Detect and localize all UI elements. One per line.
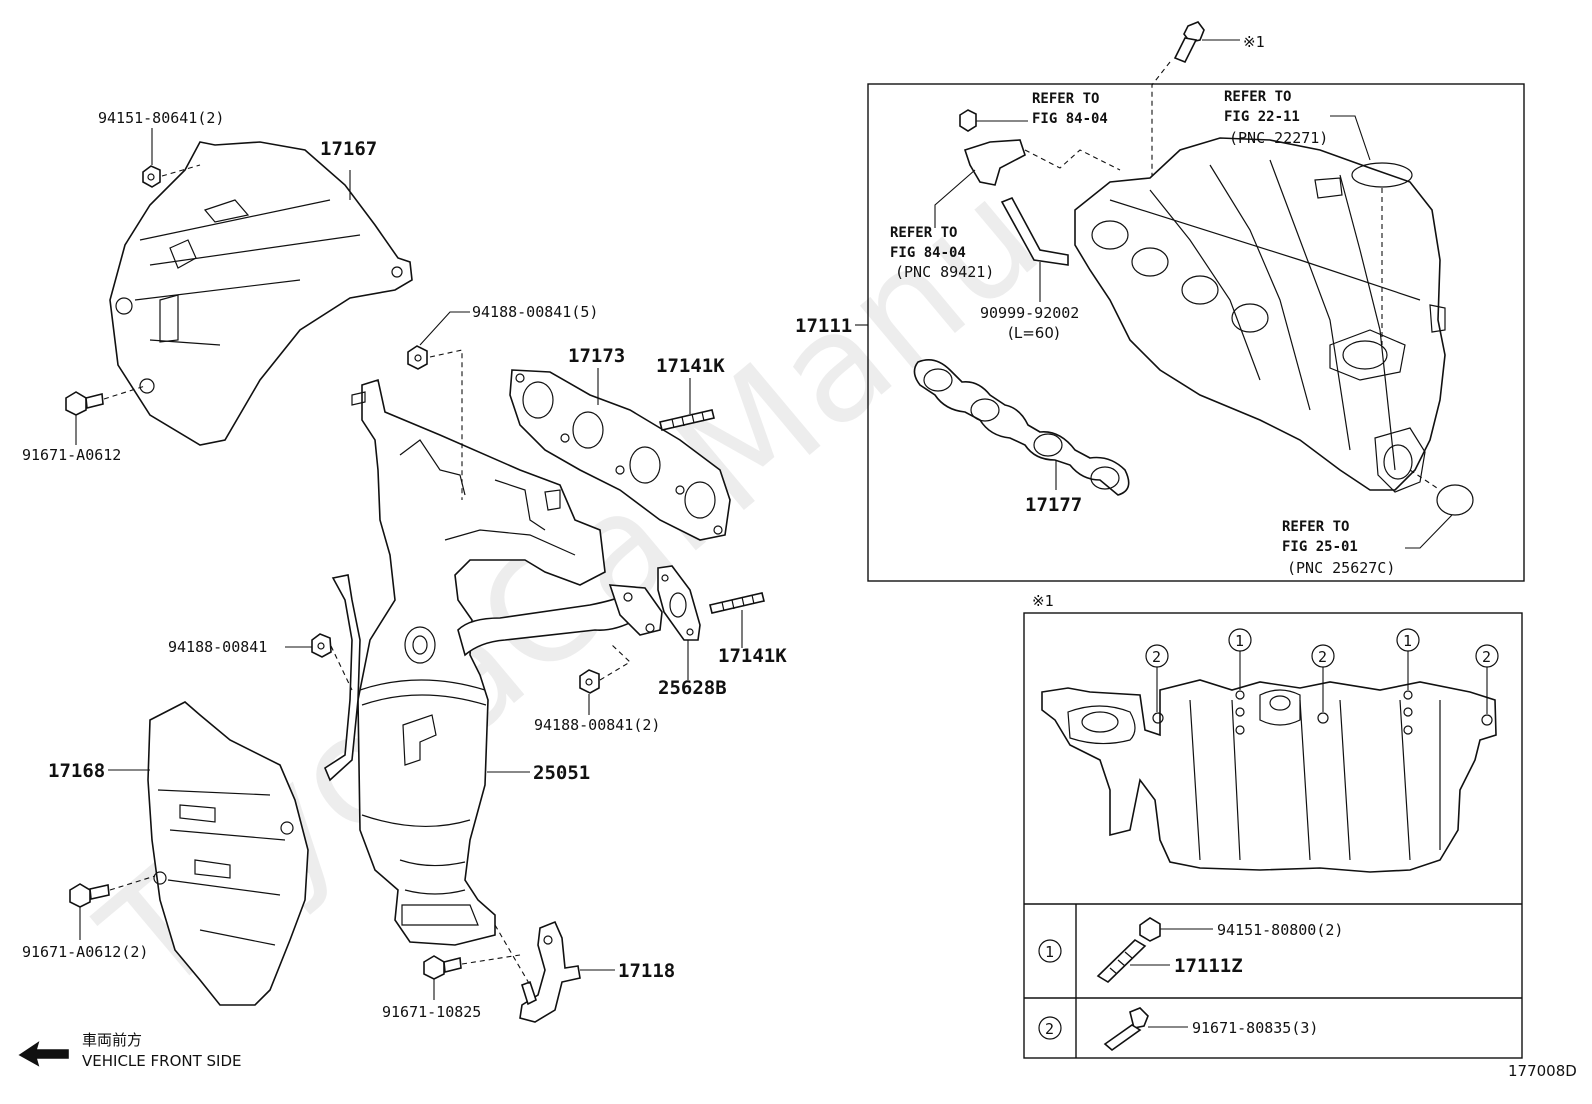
sensor-part xyxy=(959,109,1026,186)
bolt-91671-10825 xyxy=(423,955,462,980)
refer1-line2: FIG 84-04 xyxy=(1032,111,1108,127)
hose-code: 90999-92002 xyxy=(980,304,1079,322)
exhaust-pipe xyxy=(457,584,663,657)
vacuum-hose xyxy=(1000,196,1069,266)
intake-manifold-frame xyxy=(867,83,1525,582)
nut-94188-00841-2 xyxy=(579,669,600,694)
heat-insulator-lower xyxy=(147,701,309,1006)
svg-text:2: 2 xyxy=(1152,648,1161,666)
label-91671-A0612: 91671-A0612 xyxy=(22,446,121,464)
label-94151-80641: 94151-80641(2) xyxy=(98,109,224,127)
nut-94151-80800 xyxy=(1139,917,1161,942)
top-mark1: ※1 xyxy=(1243,33,1265,51)
detail-frame xyxy=(1023,612,1523,1059)
bolt-91671-80835 xyxy=(1103,1007,1149,1052)
row1-part-a: 94151-80800(2) xyxy=(1217,921,1343,939)
refer3-line3: (PNC 22271) xyxy=(1229,129,1328,147)
refer4-line2: FIG 25-01 xyxy=(1282,539,1358,555)
bracket-17118 xyxy=(519,920,581,1023)
row2-part-a: 91671-80835(3) xyxy=(1192,1019,1318,1037)
label-17141K-lower: 17141K xyxy=(718,645,787,667)
vehicle-front-jp: 車両前方 xyxy=(82,1031,142,1049)
label-94188-00841: 94188-00841 xyxy=(168,638,267,656)
svg-text:1: 1 xyxy=(1235,632,1244,650)
callout-circle-1: 1 xyxy=(1228,628,1252,652)
stud-17111Z xyxy=(1096,938,1147,984)
callout-circle-2: 2 xyxy=(1475,644,1499,668)
o-ring-22271 xyxy=(1351,162,1413,188)
refer2-line1: REFER TO xyxy=(890,225,957,241)
bolt-91671-A0612 xyxy=(65,391,104,416)
label-17111: 17111 xyxy=(795,315,852,337)
exhaust-manifold-converter xyxy=(351,378,606,946)
svg-text:1: 1 xyxy=(1045,943,1054,961)
bolt-top-mark1 xyxy=(1173,21,1205,64)
stud-17141K-lower xyxy=(709,592,765,614)
label-25628B: 25628B xyxy=(658,677,727,699)
vehicle-front-en: VEHICLE FRONT SIDE xyxy=(82,1052,242,1070)
intake-manifold-top-view xyxy=(1041,679,1497,873)
row2-number: 2 xyxy=(1038,1016,1062,1040)
row1-part-b: 17111Z xyxy=(1174,955,1243,977)
label-17177: 17177 xyxy=(1025,494,1082,516)
hose-length: (L=60) xyxy=(1008,324,1060,342)
svg-text:2: 2 xyxy=(1318,648,1327,666)
o-ring-25627C xyxy=(1436,484,1474,516)
callout-circle-1: 1 xyxy=(1396,628,1420,652)
callout-circle-2: 2 xyxy=(1145,644,1169,668)
bracket-left xyxy=(324,574,361,782)
label-25051: 25051 xyxy=(533,762,590,784)
label-91671-10825: 91671-10825 xyxy=(382,1003,481,1021)
callout-circle-2: 2 xyxy=(1311,644,1335,668)
label-91671-A0612-2: 91671-A0612(2) xyxy=(22,943,148,961)
label-17118: 17118 xyxy=(618,960,675,982)
svg-text:1: 1 xyxy=(1403,632,1412,650)
bolt-91671-A0612-2 xyxy=(69,883,110,908)
label-17141K-upper: 17141K xyxy=(656,355,725,377)
intake-manifold xyxy=(1074,137,1446,493)
refer4-line1: REFER TO xyxy=(1282,519,1349,535)
row1-number: 1 xyxy=(1038,939,1062,963)
refer2-line2: FIG 84-04 xyxy=(890,245,966,261)
label-17167: 17167 xyxy=(320,138,377,160)
nut-94188-00841-5 xyxy=(407,345,428,370)
label-17168: 17168 xyxy=(48,760,105,782)
stud-17141K-upper xyxy=(659,409,715,431)
diagram-code: 177008D xyxy=(1508,1062,1577,1080)
refer1-line1: REFER TO xyxy=(1032,91,1099,107)
vehicle-front-arrow-icon xyxy=(18,1041,69,1067)
label-94188-00841-5: 94188-00841(5) xyxy=(472,303,598,321)
label-94188-00841-2: 94188-00841(2) xyxy=(534,716,660,734)
nut-94151-80641 xyxy=(142,165,161,188)
svg-text:2: 2 xyxy=(1482,648,1491,666)
heat-insulator-upper xyxy=(109,141,413,446)
refer2-line3: (PNC 89421) xyxy=(895,263,994,281)
label-17173: 17173 xyxy=(568,345,625,367)
exhaust-manifold-gasket xyxy=(509,369,731,541)
refer3-line1: REFER TO xyxy=(1224,89,1291,105)
detail-mark1: ※1 xyxy=(1032,592,1054,610)
nut-94188-00841 xyxy=(311,633,332,658)
refer4-line3: (PNC 25627C) xyxy=(1287,559,1395,577)
svg-text:2: 2 xyxy=(1045,1020,1054,1038)
refer3-line2: FIG 22-11 xyxy=(1224,109,1300,125)
intake-gasket-17177 xyxy=(913,359,1130,496)
egr-gasket-25628B xyxy=(657,565,701,641)
